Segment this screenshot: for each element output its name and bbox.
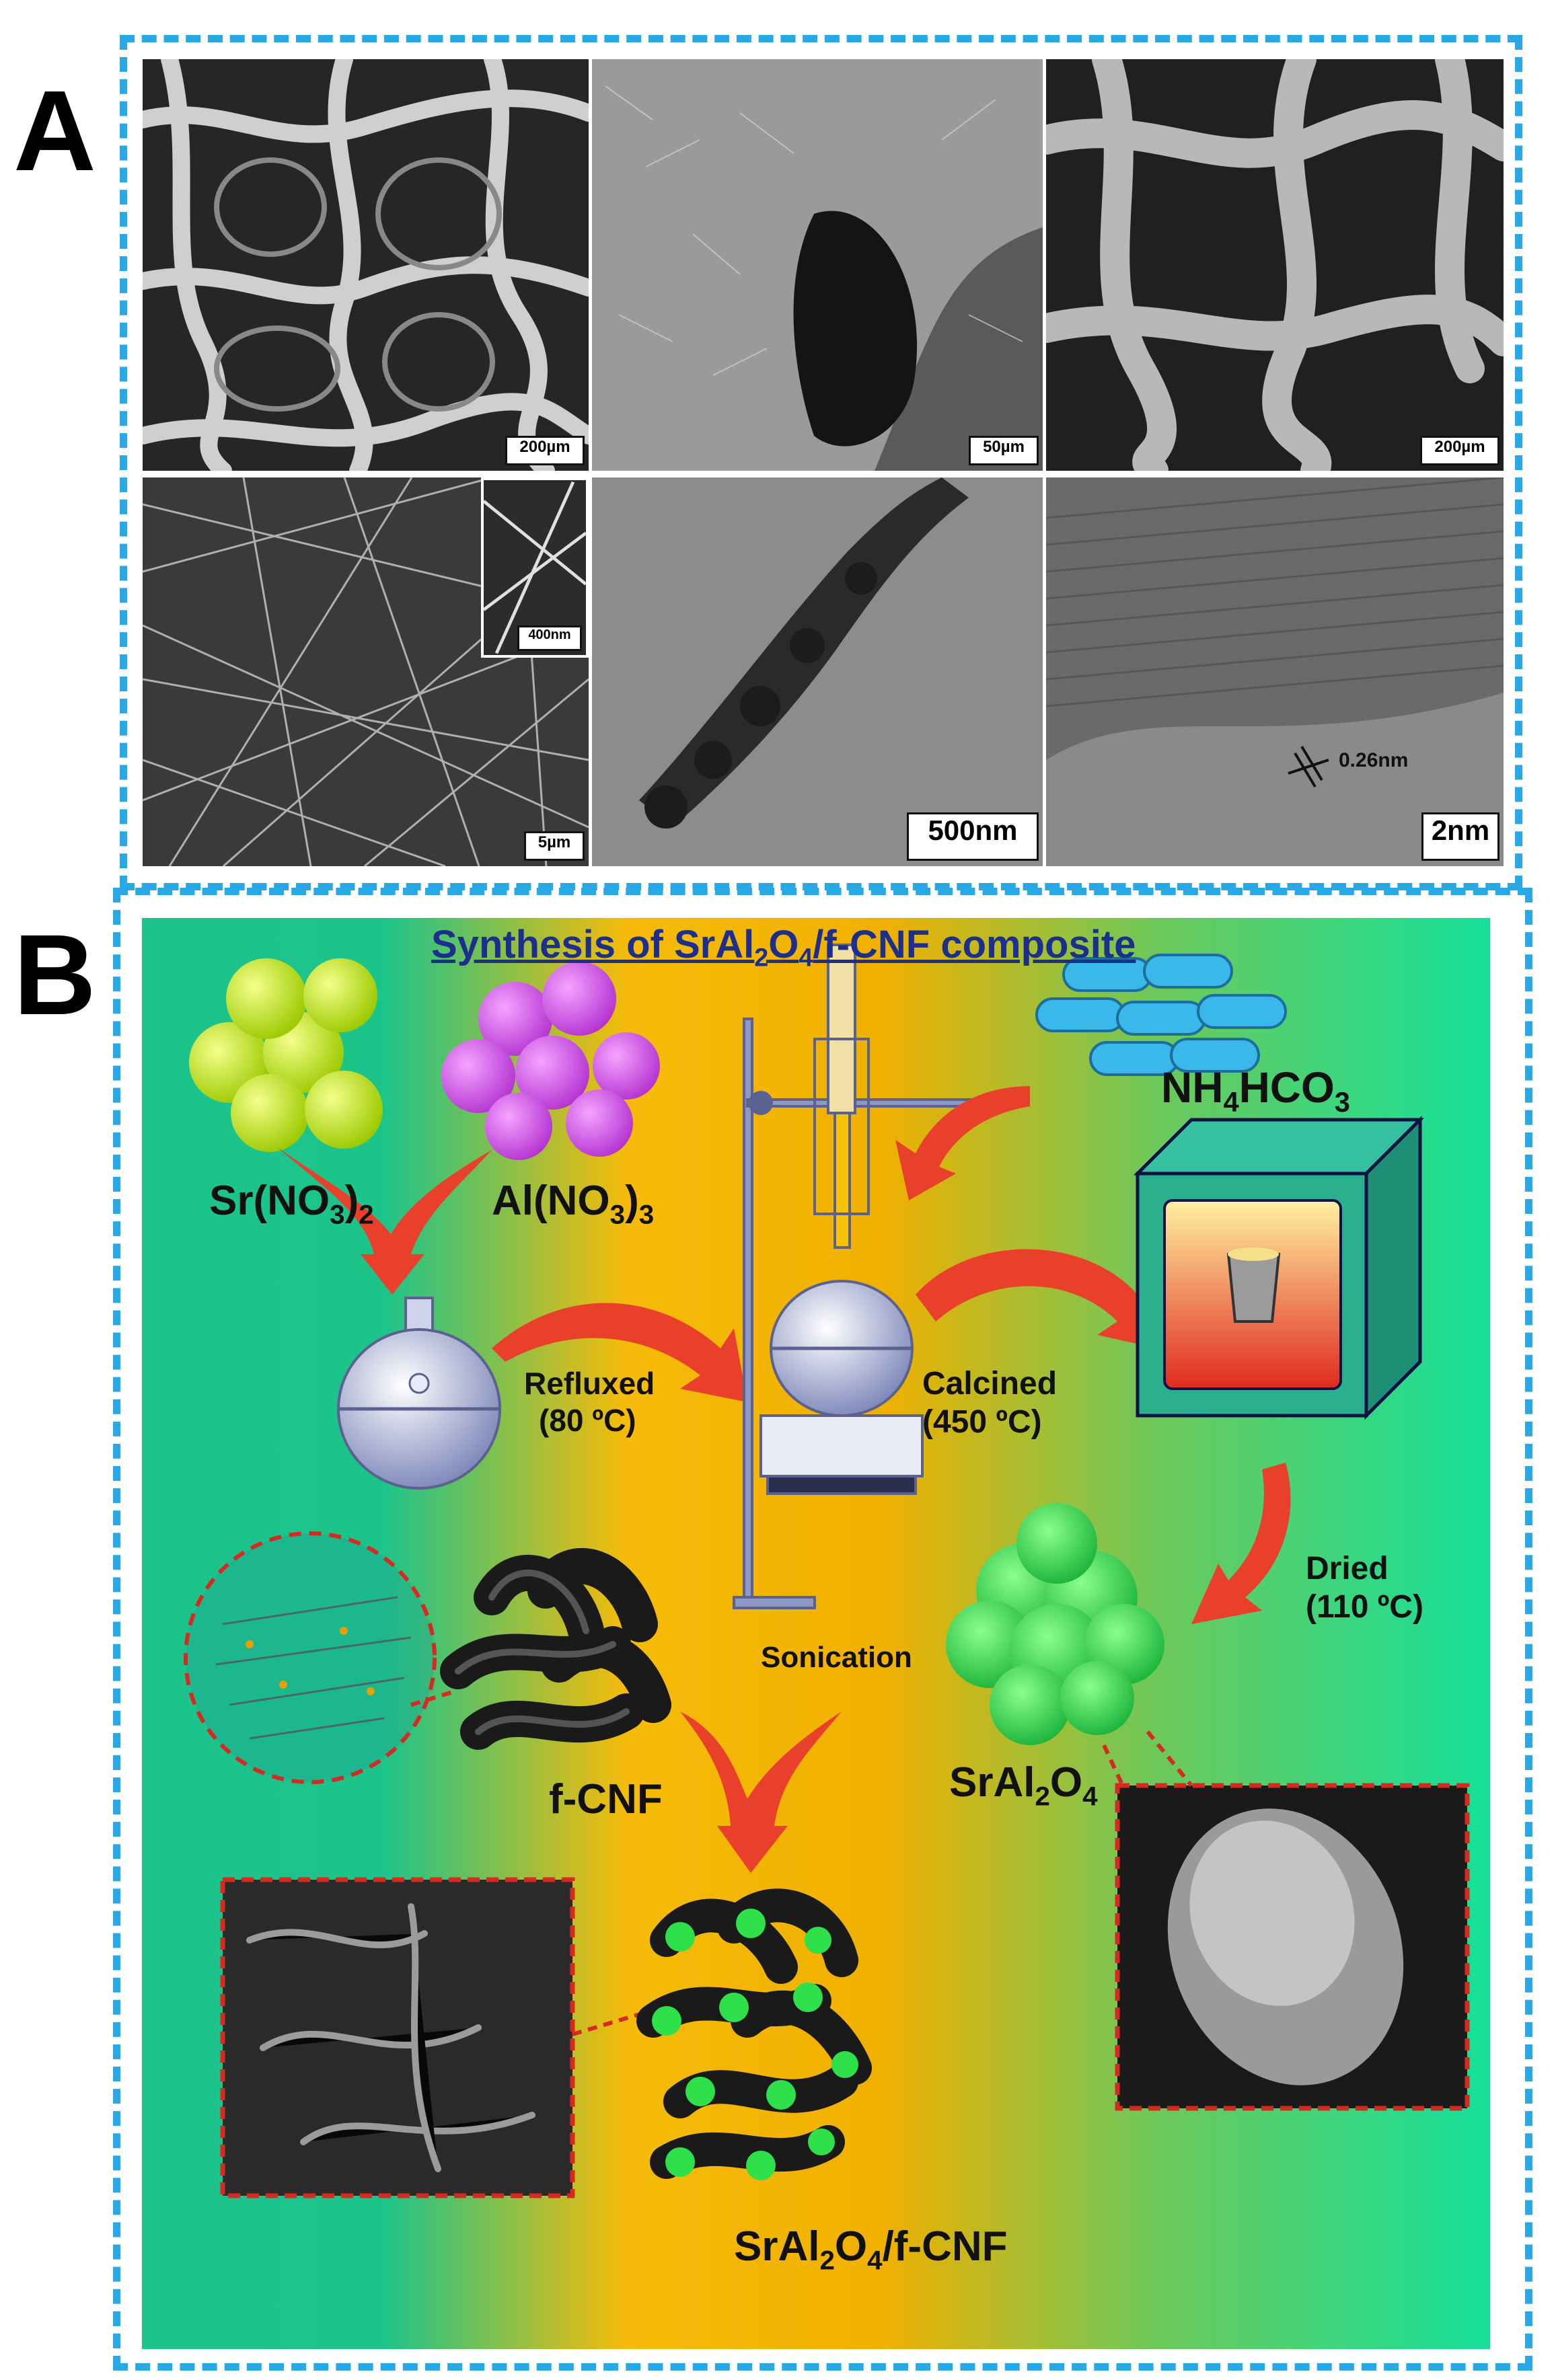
title-sub-1: 2 — [754, 943, 769, 972]
nh4hco3-capsules — [1035, 954, 1287, 1076]
reflux-flask — [337, 1297, 501, 1490]
reagent2-base: Al(NO — [492, 1178, 610, 1224]
sral2o4-clusters — [946, 1503, 1164, 1745]
scale-bar-3: 200µm — [1420, 436, 1499, 465]
fcnf-label: f-CNF — [549, 1776, 663, 1822]
scale-bar-1: 200µm — [505, 436, 585, 465]
sral-sub2: 4 — [1082, 1781, 1098, 1812]
synthesis-scheme: Synthesis of SrAl2O4/f-CNF composite Sr(… — [142, 918, 1490, 2349]
sral-sub1: 2 — [1035, 1781, 1050, 1812]
scheme-title: Synthesis of SrAl2O4/f-CNF composite — [431, 922, 1136, 972]
reagent1-sub2: 2 — [359, 1199, 374, 1230]
sem-image-foam-200um: 200µm — [143, 59, 589, 471]
composite-sub1: 2 — [819, 2245, 835, 2276]
scale-bar-1-label: 200µm — [519, 438, 570, 456]
sral-mid: O — [1049, 1759, 1083, 1806]
composite-sub2: 4 — [867, 2245, 883, 2276]
reagent-sr-nitrate: Sr(NO3)2 — [209, 1177, 374, 1230]
step-refluxed-temp: (80 ºC) — [539, 1403, 636, 1438]
sem-image-coated-foam-200um: 200µm — [1046, 59, 1504, 471]
title-part-2: O — [768, 923, 799, 966]
reagent2-sub1: 3 — [609, 1199, 626, 1230]
reagent-nh4hco3: NH4HCO3 — [1161, 1063, 1350, 1118]
step-calcined: Calcined — [922, 1366, 1058, 1402]
composite-mid: O — [834, 2223, 868, 2270]
reagent3-mid: HCO — [1238, 1063, 1335, 1112]
scale-bar-6-label: 500nm — [928, 814, 1018, 846]
panel-a-letter: A — [13, 67, 96, 195]
lattice-spacing-label: 0.26nm — [1339, 749, 1409, 771]
tem-image-single-fiber-500nm: 500nm — [592, 477, 1043, 866]
step-dried-temp: (110 ºC) — [1306, 1589, 1423, 1625]
reagent3-base: NH — [1161, 1063, 1224, 1112]
sem-image-nanofibers-5um: 400nm 5µm — [143, 477, 589, 866]
reagent3-sub1: 4 — [1223, 1085, 1239, 1118]
sr-nitrate-spheres — [189, 958, 383, 1152]
title-part-1: Synthesis of SrAl — [431, 923, 755, 966]
reagent2-close: ) — [625, 1178, 639, 1224]
title-part-3: /f-CNF composite — [813, 923, 1136, 966]
scale-bar-2: 50µm — [969, 436, 1039, 465]
step-sonication: Sonication — [761, 1641, 912, 1674]
reagent2-sub2: 3 — [638, 1199, 655, 1230]
furnace — [1133, 1115, 1425, 1420]
fcnf-tubes — [440, 1547, 671, 1750]
reagent1-base: Sr(NO — [209, 1178, 330, 1224]
title-sub-2: 4 — [799, 943, 813, 972]
step-refluxed: Refluxed — [524, 1366, 655, 1401]
composite-label: SrAl2O4/f-CNF — [734, 2223, 1008, 2276]
composite-base: SrAl — [734, 2223, 820, 2270]
reagent1-close: ) — [344, 1178, 359, 1224]
scale-bar-5-label: 400nm — [528, 627, 571, 642]
hrtem-image-lattice-2nm: 0.26nm 2nm — [1046, 477, 1504, 866]
scale-bar-6: 500nm — [907, 812, 1039, 861]
reagent-al-nitrate: Al(NO3)3 — [492, 1177, 654, 1230]
reflux-apparatus — [733, 944, 991, 1609]
step-calcined-temp: (450 ºC) — [922, 1404, 1042, 1440]
panel-a-frame — [120, 35, 1522, 890]
reagent1-sub1: 3 — [330, 1199, 345, 1230]
step-dried: Dried — [1306, 1551, 1388, 1586]
sem-image-nanowires-50um: 50µm — [592, 59, 1043, 471]
al-nitrate-spheres — [441, 962, 660, 1160]
scale-bar-5: 400nm — [517, 625, 582, 651]
sral-base: SrAl — [949, 1759, 1035, 1806]
inset-zoom: 400nm — [481, 477, 589, 658]
reagent3-sub2: 3 — [1334, 1085, 1350, 1118]
scale-bar-3-label: 200µm — [1434, 438, 1485, 456]
scale-bar-7: 2nm — [1421, 812, 1499, 861]
panel-b-letter: B — [13, 911, 96, 1039]
sral2o4-label: SrAl2O4 — [949, 1759, 1098, 1812]
scale-bar-4-label: 5µm — [538, 833, 571, 851]
composite-suffix: /f-CNF — [882, 2223, 1008, 2270]
scale-bar-2-label: 50µm — [983, 438, 1025, 456]
scale-bar-7-label: 2nm — [1431, 814, 1490, 846]
scale-bar-4: 5µm — [524, 831, 585, 861]
panel-b-frame — [113, 888, 1532, 2371]
